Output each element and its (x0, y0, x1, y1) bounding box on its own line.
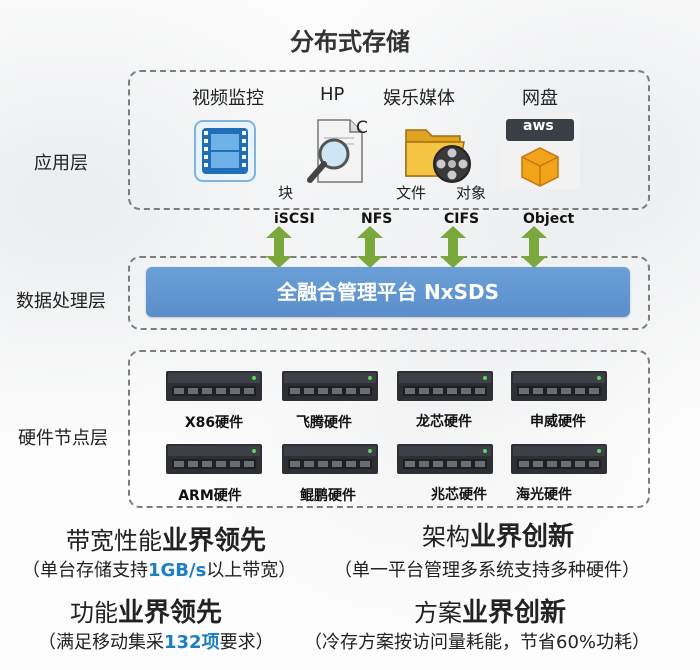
feature-performance-prefix: 带宽性能 (66, 527, 162, 555)
storage-type-block: 块 (278, 184, 294, 202)
feature-performance-emphasis: 业界领先 (162, 526, 267, 556)
hardware-label-arm: ARM硬件 (178, 488, 242, 504)
server-icon (397, 371, 493, 401)
double-arrow-cifs (440, 226, 466, 268)
layer-label-app: 应用层 (34, 153, 88, 174)
hardware-label-kunpeng: 鲲鹏硬件 (300, 488, 356, 504)
app-label-media: 娱乐媒体 (383, 88, 455, 109)
feature-architecture-emphasis: 业界创新 (470, 522, 575, 552)
film-icon (194, 120, 256, 182)
protocol-cifs: CIFS (444, 211, 480, 227)
hardware-label-feiteng: 飞腾硬件 (296, 415, 352, 431)
feature-function-prefix: 功能 (70, 599, 118, 627)
double-arrow-iscsi (266, 226, 292, 268)
layer-label-data: 数据处理层 (16, 291, 106, 312)
aws-badge-text: aws (523, 118, 554, 134)
app-label-hp: HP (320, 84, 345, 105)
feature-function-desc: （满足移动集采132项要求） (38, 628, 274, 654)
server-icon (166, 444, 262, 474)
protocol-object: Object (523, 211, 575, 227)
feature-performance-desc-b: 以上带宽） (206, 560, 297, 581)
page-title: 分布式存储 (290, 28, 410, 56)
folder-film-reel-icon (402, 116, 474, 186)
layer-label-hardware: 硬件节点层 (18, 428, 108, 449)
hardware-label-hygon: 海光硬件 (516, 487, 572, 503)
server-icon (282, 371, 378, 401)
feature-function-emphasis: 业界领先 (118, 598, 223, 628)
management-platform-bar: 全融合管理平台 NxSDS (146, 267, 630, 317)
hardware-label-shenwei: 申威硬件 (530, 414, 586, 430)
protocol-iscsi: iSCSI (274, 211, 315, 227)
application-layer-box (128, 70, 650, 210)
feature-solution-prefix: 方案 (414, 599, 462, 627)
feature-architecture-prefix: 架构 (422, 523, 470, 551)
feature-performance-desc-highlight: 1GB/s (148, 560, 207, 581)
double-arrow-object (521, 226, 547, 268)
server-icon (166, 371, 262, 401)
double-arrow-nfs (357, 226, 383, 268)
hardware-layer-box (128, 350, 650, 508)
server-icon (511, 371, 607, 401)
server-icon (282, 444, 378, 474)
hardware-label-x86: X86硬件 (184, 415, 244, 431)
hardware-label-loongson: 龙芯硬件 (416, 414, 472, 430)
feature-performance-desc: （单台存储支持1GB/s以上带宽） (22, 556, 296, 582)
feature-solution-title: 方案业界创新 (414, 592, 566, 629)
storage-type-object: 对象 (456, 184, 487, 202)
feature-function-desc-a: （满足移动集采 (38, 632, 164, 653)
app-label-video: 视频监控 (192, 88, 264, 109)
feature-performance-desc-a: （单台存储支持 (22, 560, 148, 581)
feature-architecture-desc: （单一平台管理多系统支持多种硬件） (334, 560, 640, 581)
aws-box-icon (500, 113, 580, 189)
hardware-label-zhaoxin: 兆芯硬件 (431, 487, 487, 503)
feature-solution-desc: （冷存方案按访问量耗能，节省60%功耗） (304, 632, 651, 653)
app-label-netdisk: 网盘 (522, 88, 558, 109)
feature-function-desc-b: 要求） (219, 632, 274, 653)
hp-suffix-c: C (356, 118, 368, 138)
feature-function-desc-highlight: 132项 (164, 632, 220, 653)
feature-performance-title: 带宽性能业界领先 (66, 520, 266, 557)
server-icon (397, 444, 493, 474)
server-icon (511, 444, 607, 474)
protocol-nfs: NFS (361, 211, 393, 227)
magnifier-document-icon (304, 116, 368, 188)
data-layer-box (128, 256, 650, 330)
feature-solution-emphasis: 业界创新 (462, 598, 567, 628)
storage-type-file: 文件 (396, 184, 427, 202)
feature-function-title: 功能业界领先 (70, 592, 222, 629)
feature-architecture-title: 架构业界创新 (422, 516, 574, 553)
